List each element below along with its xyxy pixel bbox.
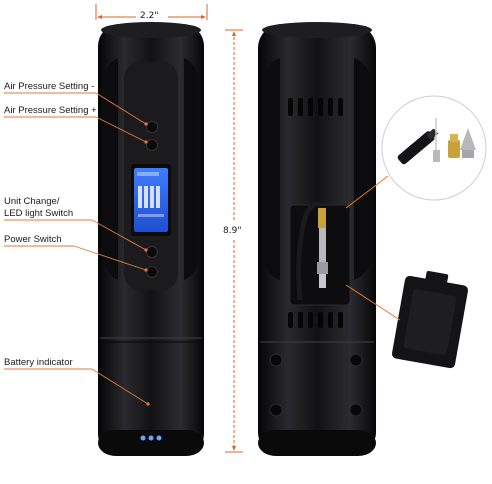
- button-plus-icon: [146, 139, 158, 151]
- callout-battery: Battery indicator: [4, 357, 73, 368]
- vent-top-icon: [288, 98, 343, 116]
- callout-air-minus: Air Pressure Setting -: [4, 81, 95, 92]
- callout-lines: [4, 92, 149, 405]
- width-label: 2.2": [140, 11, 159, 21]
- callout-power: Power Switch: [4, 234, 62, 245]
- battery-cover: [345, 270, 469, 369]
- height-dimension: [225, 29, 243, 453]
- brass-nozzle-icon: [448, 134, 460, 158]
- brass-connector-icon: [318, 208, 326, 228]
- button-unit-icon: [146, 246, 158, 258]
- needle-icon: [433, 118, 440, 162]
- callout-dots: [144, 122, 150, 406]
- callout-unit-change-line1: Unit Change/: [4, 196, 60, 207]
- width-dimension: [95, 4, 208, 20]
- button-minus-icon: [146, 121, 158, 133]
- battery-led-icon: [140, 435, 162, 441]
- callout-air-plus: Air Pressure Setting +: [4, 105, 97, 116]
- pump-front-view: [98, 22, 204, 456]
- cone-adapter-icon: [460, 128, 476, 158]
- black-adapter-icon: [397, 128, 438, 165]
- height-label: 8.9": [223, 226, 242, 236]
- pump-back-view: [258, 22, 376, 456]
- callout-unit-change-line2: LED light Switch: [4, 208, 74, 219]
- button-power-icon: [146, 266, 158, 278]
- vent-bottom-icon: [288, 312, 343, 328]
- accessories-inset: [345, 95, 487, 209]
- screw-icon: [269, 353, 363, 417]
